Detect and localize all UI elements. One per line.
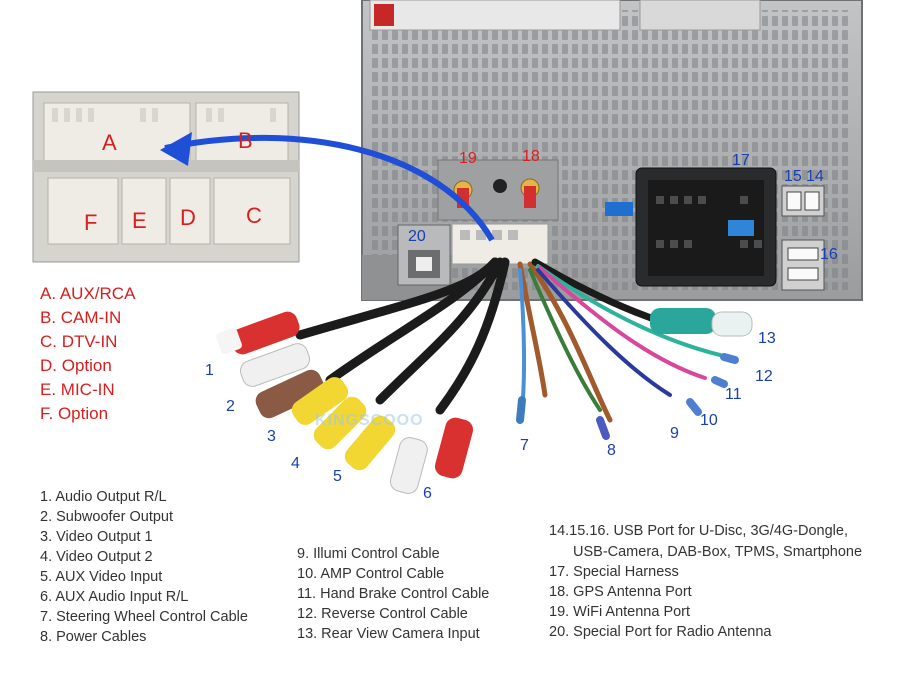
- list-item-7: 7. Steering Wheel Control Cable: [40, 609, 248, 625]
- port-number-16: 16: [820, 246, 838, 263]
- connector-legend-b: B. CAM-IN: [40, 308, 122, 327]
- pointer-arrow: [164, 134, 495, 242]
- cable-number-5: 5: [333, 468, 342, 485]
- list-item-12: 12. Reverse Control Cable: [297, 606, 468, 622]
- dip-switch: [605, 202, 633, 216]
- connector-label-d: D: [180, 205, 196, 230]
- port-number-17: 17: [732, 152, 750, 169]
- special-harness-connector: [635, 167, 777, 287]
- list-item-6: 6. AUX Audio Input R/L: [40, 589, 189, 605]
- list-item-3: 3. Video Output 1: [40, 529, 153, 545]
- port-number-15: 15: [784, 168, 802, 185]
- cable-number-8: 8: [607, 442, 616, 459]
- connector-legend-d: D. Option: [40, 356, 112, 375]
- connector-legend-e: E. MIC-IN: [40, 380, 115, 399]
- connector-label-b: B: [238, 128, 253, 153]
- port-number-19: 19: [459, 150, 477, 167]
- usb-ports: [781, 185, 825, 291]
- list-item-5: 5. AUX Video Input: [40, 569, 163, 585]
- port-number-14: 14: [806, 168, 824, 185]
- antenna-port-block: [437, 159, 559, 221]
- list-item-10: 10. AMP Control Cable: [297, 566, 445, 582]
- port-number-20: 20: [408, 228, 426, 245]
- cable-number-12: 12: [755, 368, 773, 385]
- rca-plugs: [216, 311, 474, 494]
- cable-number-2: 2: [226, 398, 235, 415]
- connector-label-a: A: [102, 130, 117, 155]
- list-item-4: 4. Video Output 2: [40, 549, 153, 565]
- connector-inset: [32, 91, 300, 263]
- list-item-1: 1. Audio Output R/L: [40, 489, 167, 505]
- cable-number-10: 10: [700, 412, 718, 429]
- connector-legend-f: F. Option: [40, 404, 109, 423]
- cable-number-3: 3: [267, 428, 276, 445]
- list-item-2: 2. Subwoofer Output: [40, 509, 173, 525]
- arrow-head: [160, 132, 192, 166]
- list-item-9: 9. Illumi Control Cable: [297, 546, 440, 562]
- radio-antenna-port: [397, 224, 451, 286]
- cable-number-1: 1: [205, 362, 214, 379]
- list-item-18: 18. GPS Antenna Port: [549, 584, 692, 600]
- cable-number-9: 9: [670, 425, 679, 442]
- list-item-20: 20. Special Port for Radio Antenna: [549, 624, 772, 640]
- connector-label-e: E: [132, 208, 147, 233]
- cable-number-4: 4: [291, 455, 300, 472]
- port-number-18: 18: [522, 148, 540, 165]
- connector-legend-c: C. DTV-IN: [40, 332, 118, 351]
- cable-number-11: 11: [725, 386, 742, 403]
- list-item-17: 17. Special Harness: [549, 564, 679, 580]
- cable-number-7: 7: [520, 437, 529, 454]
- watermark: KINGSCOOO: [315, 412, 424, 429]
- cable-number-6: 6: [423, 485, 432, 502]
- main-harness-plug: [451, 223, 549, 265]
- connector-label-f: F: [84, 210, 98, 235]
- list-item-19: 19. WiFi Antenna Port: [549, 604, 691, 620]
- list-item-14-16-cont: USB-Camera, DAB-Box, TPMS, Smartphone: [573, 544, 863, 560]
- connector-label-c: C: [246, 203, 262, 228]
- list-item-13: 13. Rear View Camera Input: [297, 626, 480, 642]
- camera-input-plug: [650, 308, 753, 337]
- list-item-11: 11. Hand Brake Control Cable: [297, 586, 490, 602]
- connector-legend-a: A. AUX/RCA: [40, 284, 136, 303]
- list-item-8: 8. Power Cables: [40, 629, 147, 645]
- wire-tips: [516, 353, 739, 440]
- list-item-14-16: 14.15.16. USB Port for U-Disc, 3G/4G-Don…: [549, 523, 848, 539]
- cable-number-13: 13: [758, 330, 776, 347]
